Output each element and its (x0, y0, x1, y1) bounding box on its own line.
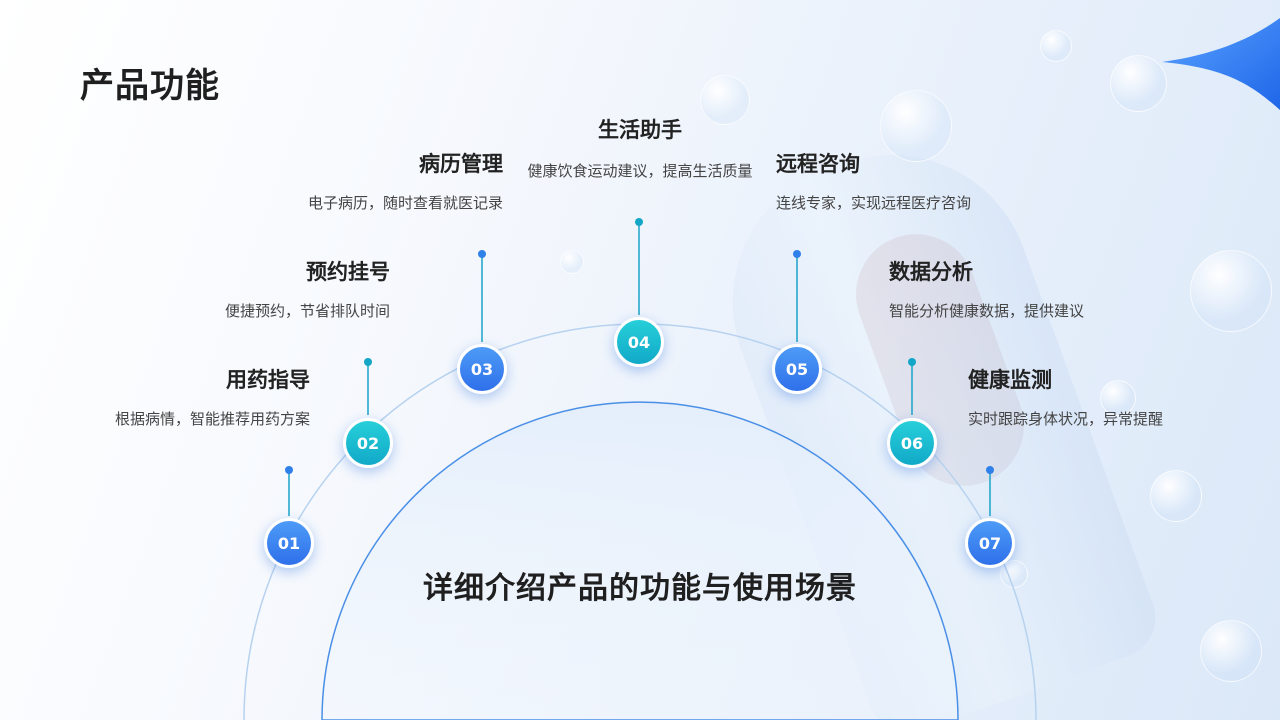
decor-bubble (1150, 470, 1202, 522)
decor-bubble (700, 75, 750, 125)
decor-bubble (1100, 380, 1136, 416)
feature-desc-records: 电子病历，随时查看就医记录 (307, 194, 503, 212)
feature-title-health-monitor: 健康监测 (968, 368, 1052, 392)
feature-title-data-analysis: 数据分析 (889, 260, 973, 284)
decor-bubble (1110, 55, 1167, 112)
connector-dots (285, 218, 994, 474)
feature-desc-health-monitor: 实时跟踪身体状况，异常提醒 (968, 410, 1164, 428)
step-node-03: 03 (457, 344, 507, 394)
feature-desc-remote-consult: 连线专家，实现远程医疗咨询 (776, 194, 972, 212)
feature-title-records: 病历管理 (419, 152, 503, 176)
step-node-01: 01 (264, 518, 314, 568)
inner-dome (321, 401, 959, 720)
decor-bubble (560, 250, 584, 274)
feature-title-medication: 用药指导 (226, 368, 310, 392)
connector-lines (288, 222, 991, 516)
feature-title-appointment: 预约挂号 (306, 260, 390, 284)
feature-title-remote-consult: 远程咨询 (776, 152, 860, 176)
feature-desc-medication: 根据病情，智能推荐用药方案 (114, 410, 310, 428)
decor-bubble (1040, 30, 1072, 62)
page-title: 产品功能 (80, 66, 220, 106)
decor-bubble (1190, 250, 1272, 332)
step-node-04: 04 (614, 317, 664, 367)
step-node-05: 05 (772, 344, 822, 394)
feature-desc-lifestyle: 健康饮食运动建议，提高生活质量 (527, 162, 753, 180)
step-node-07: 07 (965, 518, 1015, 568)
step-node-06: 06 (887, 418, 937, 468)
feature-desc-appointment: 便捷预约，节省排队时间 (224, 302, 390, 320)
page-subtitle: 详细介绍产品的功能与使用场景 (423, 571, 857, 606)
step-node-02: 02 (343, 418, 393, 468)
decor-bubble (1200, 620, 1262, 682)
feature-desc-data-analysis: 智能分析健康数据，提供建议 (889, 302, 1085, 320)
corner-accent-shape (1162, 18, 1280, 110)
decor-bubble (880, 90, 952, 162)
feature-title-lifestyle: 生活助手 (598, 118, 682, 142)
